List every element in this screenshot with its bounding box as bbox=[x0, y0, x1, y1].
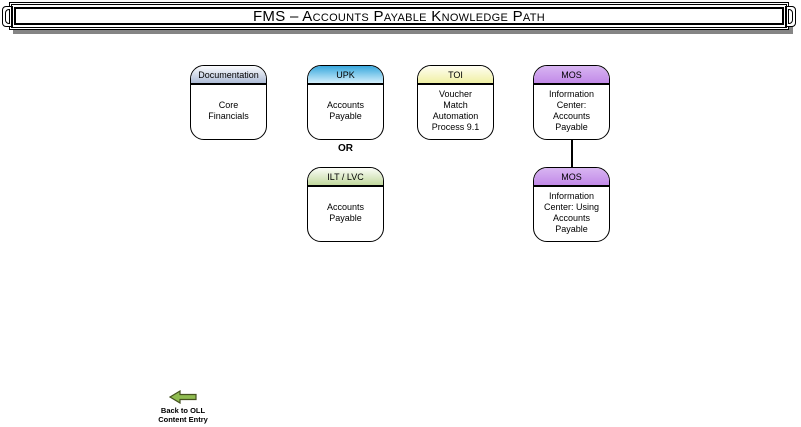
back-arrow-shape bbox=[169, 390, 197, 404]
documentation-box[interactable]: Documentation Core Financials bbox=[190, 65, 267, 140]
title-frame-mid-border: FMS – Accounts Payable Knowledge Path bbox=[11, 4, 787, 28]
mos-accounts-payable-box[interactable]: MOS Information Center: Accounts Payable bbox=[533, 65, 610, 140]
frame-ornament-left bbox=[2, 6, 13, 27]
page-title: FMS – Accounts Payable Knowledge Path bbox=[252, 7, 546, 25]
or-label: OR bbox=[338, 143, 353, 154]
mos-accounts-payable-box-body: Information Center: Accounts Payable bbox=[548, 89, 595, 132]
ilt-lvc-box-header: ILT / LVC bbox=[308, 168, 383, 187]
ilt-lvc-box[interactable]: ILT / LVC Accounts Payable bbox=[307, 167, 384, 242]
mos-using-accounts-payable-box-header: MOS bbox=[534, 168, 609, 187]
back-link-label: Back to OLL Content Entry bbox=[158, 406, 208, 424]
toi-box-body: Voucher Match Automation Process 9.1 bbox=[431, 89, 480, 132]
upk-box-header: UPK bbox=[308, 66, 383, 85]
ilt-lvc-box-body: Accounts Payable bbox=[326, 202, 365, 223]
upk-box-body: Accounts Payable bbox=[326, 100, 365, 121]
mos-connector-line bbox=[571, 140, 573, 167]
frame-ornament-right bbox=[785, 6, 796, 27]
toi-box[interactable]: TOI Voucher Match Automation Process 9.1 bbox=[417, 65, 494, 140]
toi-box-header: TOI bbox=[418, 66, 493, 85]
mos-using-accounts-payable-box[interactable]: MOS Information Center: Using Accounts P… bbox=[533, 167, 610, 242]
documentation-box-header: Documentation bbox=[191, 66, 266, 85]
documentation-box-body: Core Financials bbox=[208, 100, 249, 121]
back-arrow-icon bbox=[169, 390, 197, 404]
mos-accounts-payable-box-header: MOS bbox=[534, 66, 609, 85]
mos-using-accounts-payable-box-body: Information Center: Using Accounts Payab… bbox=[543, 191, 600, 234]
back-to-oll-link[interactable]: Back to OLL Content Entry bbox=[150, 390, 216, 424]
title-frame: FMS – Accounts Payable Knowledge Path bbox=[2, 2, 796, 30]
upk-box[interactable]: UPK Accounts Payable bbox=[307, 65, 384, 140]
title-frame-inner-border: FMS – Accounts Payable Knowledge Path bbox=[14, 7, 784, 25]
